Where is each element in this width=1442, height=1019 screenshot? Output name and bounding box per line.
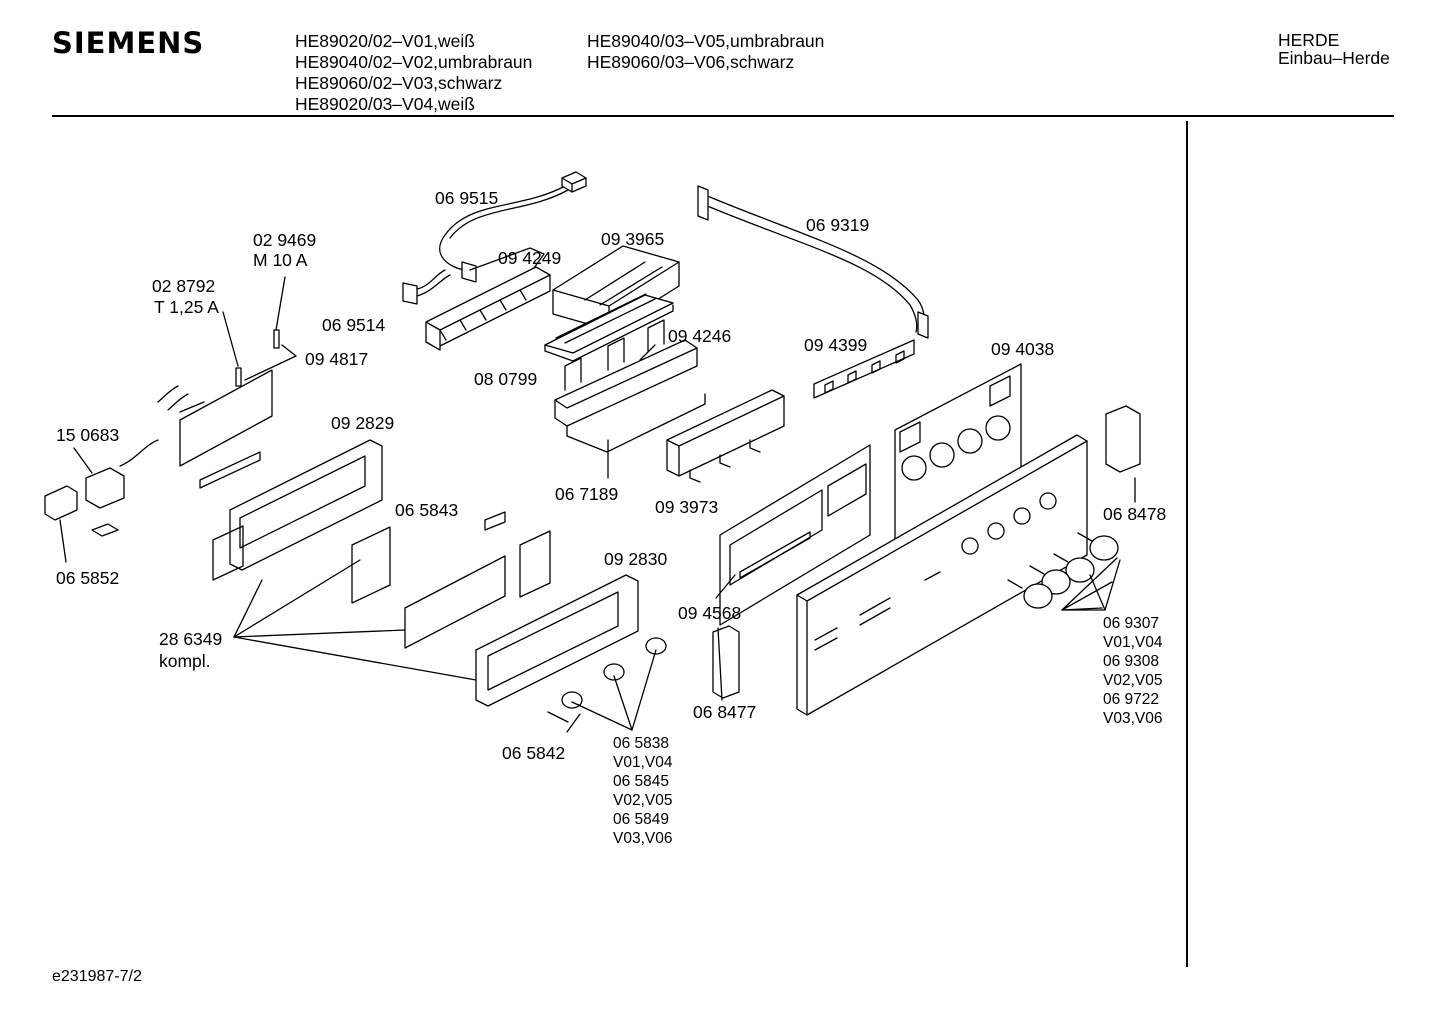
part-150683-transformer (44, 439, 159, 537)
label-028792-rating: T 1,25 A (154, 297, 219, 317)
model-list-col1: HE89020/02–V01,weiß HE89040/02–V02,umbra… (295, 31, 532, 115)
part-fascia-panel (796, 434, 1088, 716)
label-093965: 09 3965 (601, 229, 665, 249)
part-286349-display (404, 511, 639, 707)
variant-line: V02,V05 (613, 792, 673, 809)
label-092830: 09 2830 (604, 549, 668, 569)
label-150683: 15 0683 (56, 425, 120, 445)
part-094568-frame (719, 444, 871, 626)
label-065843: 06 5843 (395, 500, 459, 520)
label-065852: 06 5852 (56, 568, 120, 588)
label-080799: 08 0799 (474, 369, 538, 389)
part-069319-ribbon (697, 185, 929, 339)
label-069515: 06 9515 (435, 188, 499, 208)
part-092829-housing (212, 439, 383, 581)
part-069515-cable (439, 171, 587, 283)
variant-line: 06 5838 (613, 735, 670, 752)
part-large-knobs (1007, 532, 1119, 611)
model-line: HE89040/03–V05,umbrabraun (587, 31, 825, 51)
variant-line: V02,V05 (1103, 672, 1163, 689)
part-068477-bracket (712, 625, 740, 701)
label-029469: 02 9469 (253, 230, 317, 250)
label-small-knob-variants: 06 5838 V01,V04 06 5845 V02,V05 06 5849 … (613, 734, 672, 848)
label-093973: 09 3973 (655, 497, 719, 517)
label-065842: 06 5842 (502, 743, 566, 763)
label-094038: 09 4038 (991, 339, 1055, 359)
model-line: HE89060/03–V06,schwarz (587, 52, 795, 72)
model-line: HE89020/03–V04,weiß (295, 94, 475, 114)
variant-line: 06 5845 (613, 773, 670, 790)
label-068478: 06 8478 (1103, 504, 1167, 524)
variant-line: V03,V06 (613, 830, 673, 847)
variant-line: 06 9308 (1103, 653, 1160, 670)
label-029469-rating: M 10 A (253, 250, 308, 270)
variant-line: 06 9307 (1103, 615, 1160, 632)
label-067189: 06 7189 (555, 484, 619, 504)
subcategory-label: Einbau–Herde (1278, 48, 1390, 68)
label-large-knob-variants: 06 9307 V01,V04 06 9308 V02,V05 06 9722 … (1103, 614, 1162, 728)
model-line: HE89040/02–V02,umbrabraun (295, 52, 533, 72)
model-line: HE89060/02–V03,schwarz (295, 73, 503, 93)
part-093973-rail (666, 389, 785, 483)
label-094246: 09 4246 (668, 326, 732, 346)
label-069319: 06 9319 (806, 215, 870, 235)
part-080799-plate (544, 293, 674, 362)
label-286349-note: kompl. (159, 651, 211, 671)
label-092829: 09 2829 (331, 413, 395, 433)
label-094399: 09 4399 (804, 335, 868, 355)
variant-line: V01,V04 (613, 754, 673, 771)
part-094249-board (425, 247, 551, 351)
part-094246-bracket (554, 319, 706, 453)
label-286349: 28 6349 (159, 629, 223, 649)
label-094568: 09 4568 (678, 603, 742, 623)
variant-line: V03,V06 (1103, 710, 1163, 727)
part-065843-board (351, 526, 391, 604)
margin-rule (1186, 121, 1188, 967)
document-id: e231987-7/2 (52, 968, 142, 985)
label-028792: 02 8792 (152, 276, 216, 296)
part-068478-bracket (1105, 405, 1141, 503)
label-094817: 09 4817 (305, 349, 369, 369)
header-rule (52, 115, 1394, 117)
label-068477: 06 8477 (693, 702, 757, 722)
brand-logo: SIEMENS (52, 26, 205, 60)
category-label: HERDE (1278, 30, 1340, 50)
label-069514: 06 9514 (322, 315, 386, 335)
part-094399-strip (813, 339, 915, 399)
part-fuse-board (157, 329, 280, 489)
variant-line: 06 9722 (1103, 691, 1160, 708)
model-line: HE89020/02–V01,weiß (295, 31, 475, 51)
part-069514-connector (402, 269, 451, 305)
leader-lines (59, 276, 1121, 733)
model-list-col2: HE89040/03–V05,umbrabraun HE89060/03–V06… (587, 31, 824, 73)
variant-line: V01,V04 (1103, 634, 1163, 651)
label-094249: 09 4249 (498, 248, 562, 268)
variant-line: 06 5849 (613, 811, 670, 828)
